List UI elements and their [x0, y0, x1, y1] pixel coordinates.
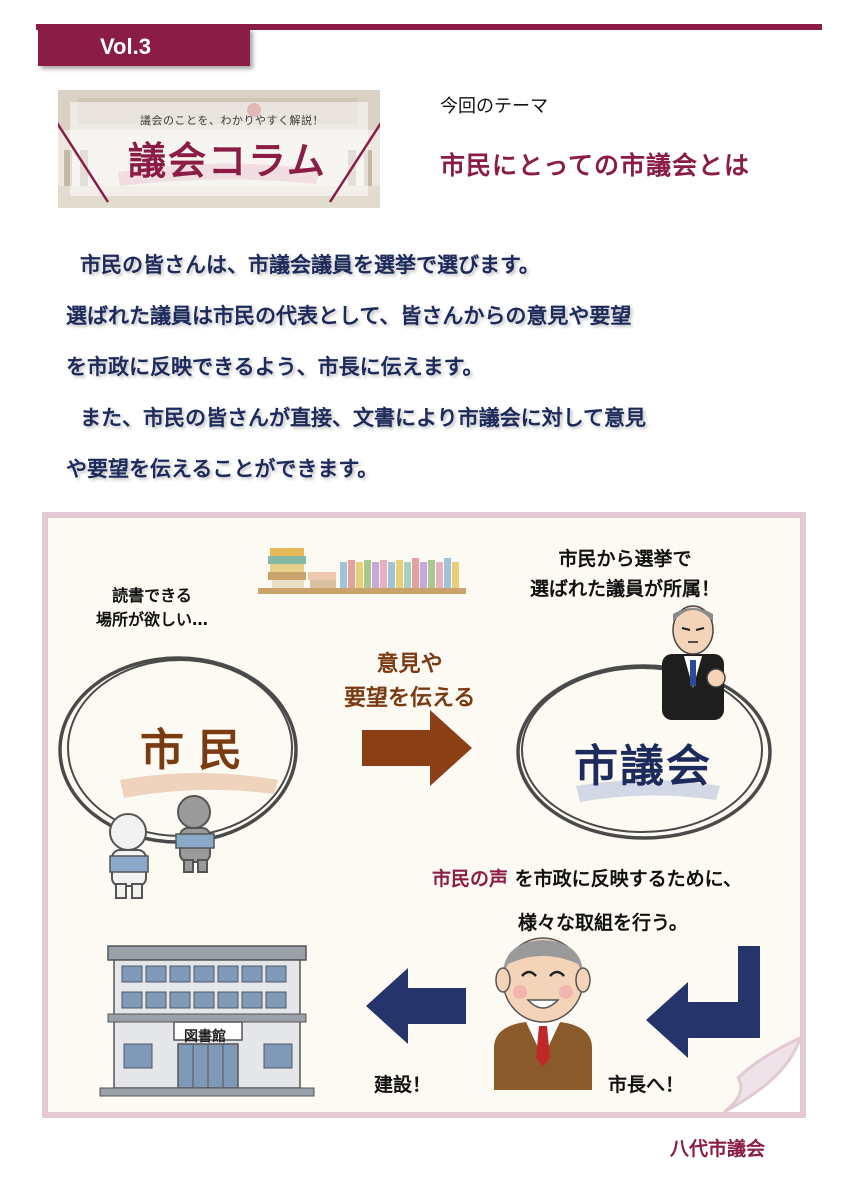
body-line: また、市民の皆さんが直接、文書により市議会に対して意見	[80, 406, 646, 430]
theme-title: 市民にとっての市議会とは	[440, 151, 751, 180]
opinion-caption: 意見や 要望を伝える	[344, 652, 476, 711]
body-line: 市民の皆さんは、市議会議員を選挙で選びます。	[80, 253, 540, 277]
voice-highlight: 市民の声	[432, 868, 509, 890]
banner-slash-right	[328, 122, 380, 203]
column-banner: 議会のことを、わかりやすく解説！ 議会コラム	[58, 90, 380, 208]
arrow-right-icon	[362, 710, 472, 786]
efforts-caption: 様々な取組を行う。	[518, 912, 688, 934]
banner-title: 議会コラム	[128, 139, 327, 183]
diagram-panel: 読書できる 場所が欲しい… 市民から選挙で 選ばれた議員が所属！ 意見や 要望を…	[42, 512, 806, 1118]
council-circle	[516, 664, 772, 840]
library-building-icon	[99, 945, 315, 1097]
voice-rest: を市政に反映するために、	[508, 868, 743, 890]
elected-caption: 市民から選挙で 選ばれた議員が所属！	[530, 548, 721, 600]
vol-label: Vol.3	[100, 34, 151, 59]
body-text: 市民の皆さんは、市議会議員を選挙で選びます。 選ばれた議員は市民の代表として、皆…	[66, 240, 786, 495]
page-curl	[724, 1038, 800, 1112]
vol-tab: Vol.3	[38, 28, 250, 66]
arrow-left-icon	[366, 968, 466, 1044]
citizen-speech: 読書できる 場所が欲しい…	[96, 586, 209, 629]
body-line: 選ばれた議員は市民の代表として、皆さんからの意見や要望	[66, 304, 632, 328]
body-line: を市政に反映できるよう、市長に伝えます。	[66, 355, 484, 379]
citizen-label: 市民	[140, 725, 256, 776]
library-sign: 図書館	[184, 1029, 226, 1045]
banner-background	[58, 90, 380, 208]
mayor-icon	[494, 937, 592, 1090]
council-label: 市議会	[574, 741, 712, 792]
banner-subtitle: 議会のことを、わかりやすく解説！	[140, 114, 324, 127]
page-curl-fold	[723, 1036, 800, 1112]
build-caption: 建設！	[374, 1074, 432, 1096]
top-rule	[36, 24, 822, 30]
voice-caption: 市民の声 を市政に反映するために、	[432, 864, 742, 891]
citizen-brush	[120, 773, 278, 798]
theme-label: 今回のテーマ	[440, 96, 548, 117]
citizens-reading-icon	[109, 795, 215, 899]
council-member-icon	[662, 605, 726, 720]
body-line: や要望を伝えることができます。	[66, 457, 379, 481]
council-brush	[576, 780, 720, 802]
arrow-corner-icon	[646, 946, 760, 1058]
to-mayor-caption: 市長へ！	[608, 1074, 685, 1096]
footer-org: 八代市議会	[670, 1138, 766, 1160]
diagram-graphics	[58, 548, 800, 1112]
bookshelf-icon	[258, 548, 466, 594]
banner-slash-left	[58, 122, 110, 203]
